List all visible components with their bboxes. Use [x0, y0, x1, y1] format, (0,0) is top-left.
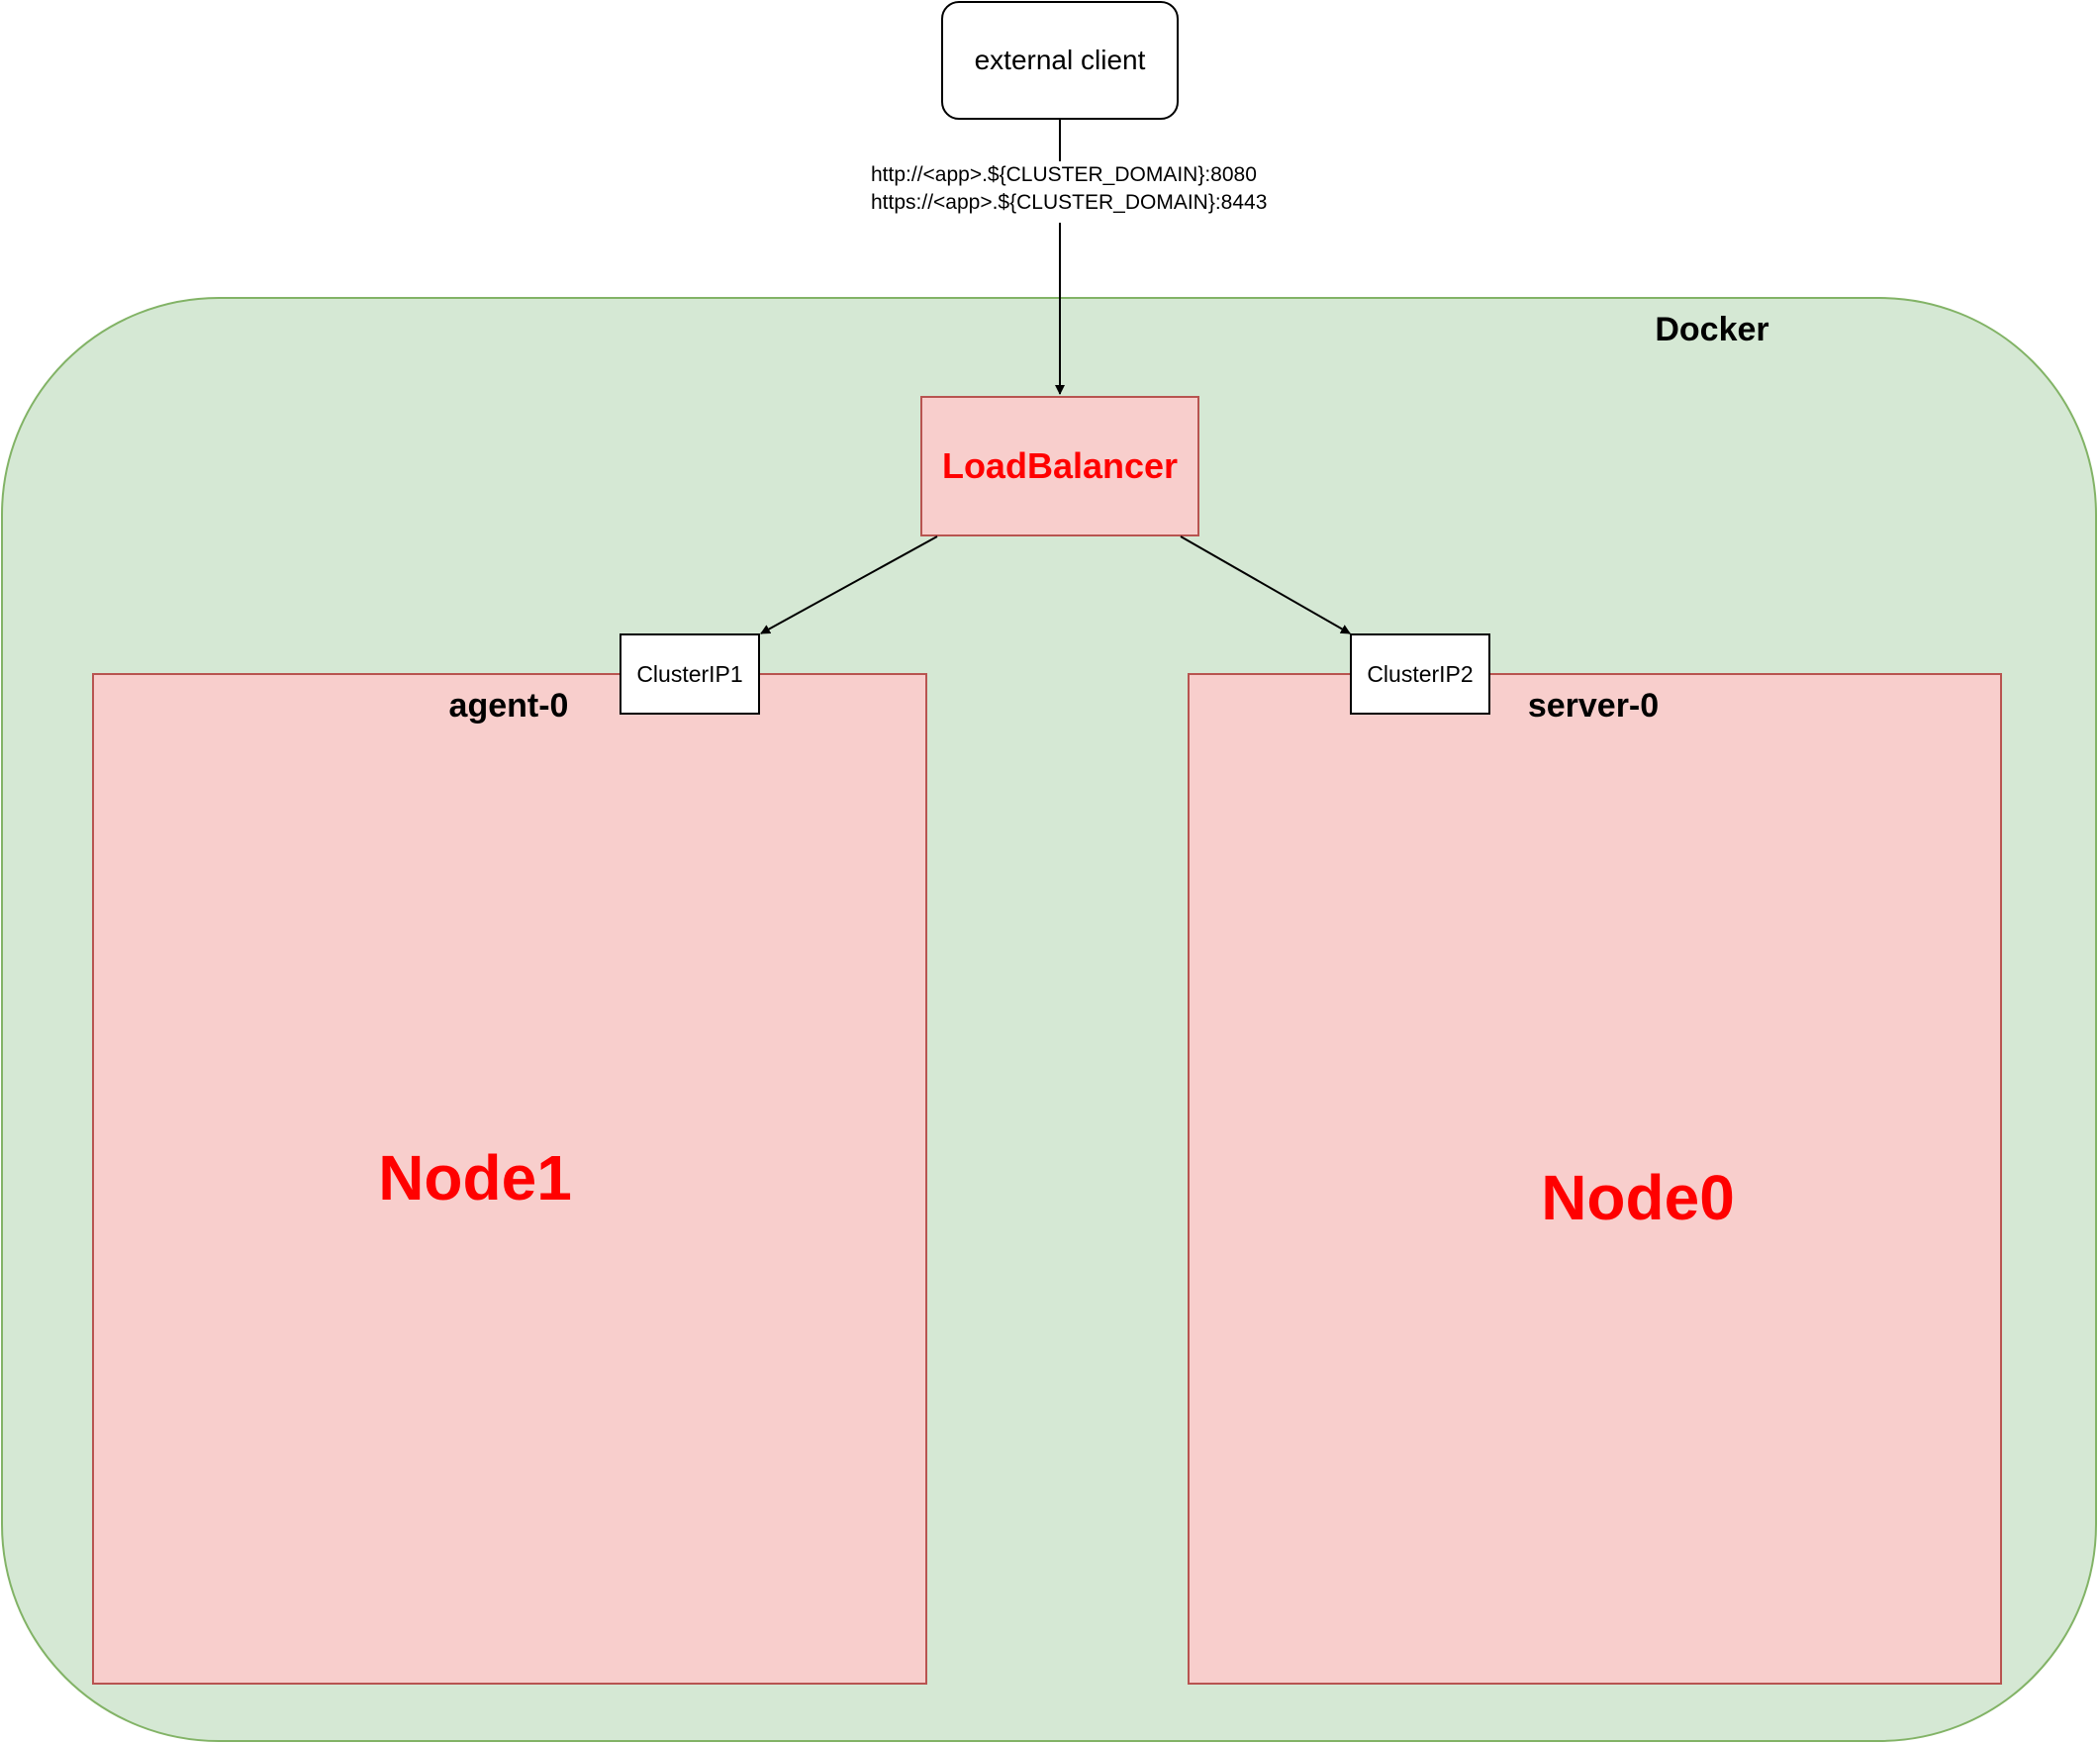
loadbalancer-to-clusterip2-edge	[1180, 535, 1351, 634]
cluster-ip-1-box[interactable]: ClusterIP1	[620, 633, 760, 715]
agent-node-title: agent-0	[448, 686, 569, 725]
agent-node-name: Node1	[378, 1142, 572, 1213]
server-node-name: Node0	[1541, 1162, 1735, 1233]
load-balancer-node[interactable]: LoadBalancer	[920, 396, 1199, 536]
server-node-title: server-0	[1527, 686, 1660, 725]
external-client-node[interactable]: external client	[941, 1, 1179, 120]
agent-node-box[interactable]	[92, 673, 927, 1685]
server-node-box[interactable]	[1188, 673, 2002, 1685]
edge-url-http: http://<app>.${CLUSTER_DOMAIN}:8080	[871, 163, 1257, 186]
loadbalancer-to-clusterip1-edge	[760, 535, 938, 634]
edge-url-https: https://<app>.${CLUSTER_DOMAIN}:8443	[871, 191, 1268, 214]
edge-url-label: http://<app>.${CLUSTER_DOMAIN}:8080 http…	[871, 161, 1326, 223]
docker-label: Docker	[1655, 310, 1769, 348]
cluster-ip-2-box[interactable]: ClusterIP2	[1350, 633, 1490, 715]
